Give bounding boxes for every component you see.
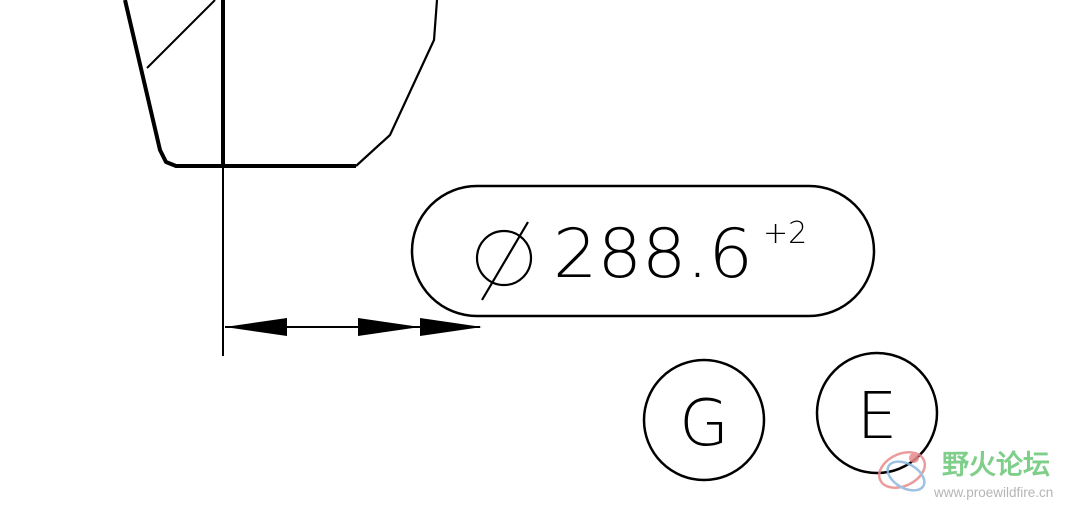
- dimension-frame: [410, 184, 876, 318]
- hatch-line: [146, 0, 216, 69]
- watermark-url: www.proewildfire.cn: [933, 485, 1053, 500]
- arrowhead-middle: [358, 318, 420, 336]
- datum-bubble-e: E: [815, 351, 939, 475]
- watermark-name: 野火论坛: [942, 450, 1050, 481]
- diameter-symbol-icon: [475, 221, 533, 301]
- watermark-logo-icon: [877, 451, 927, 492]
- arrowhead-right: [420, 318, 482, 336]
- datum-label-e: E: [857, 380, 897, 454]
- arrowhead-left: [225, 318, 287, 336]
- part-outline-left: [123, 0, 356, 168]
- datum-bubble-g: G: [642, 358, 766, 482]
- datum-label-g: G: [679, 387, 729, 461]
- part-outline-right: [355, 0, 439, 167]
- dimension-tolerance: +2: [763, 216, 807, 251]
- dimension-value: 288.6: [553, 215, 753, 294]
